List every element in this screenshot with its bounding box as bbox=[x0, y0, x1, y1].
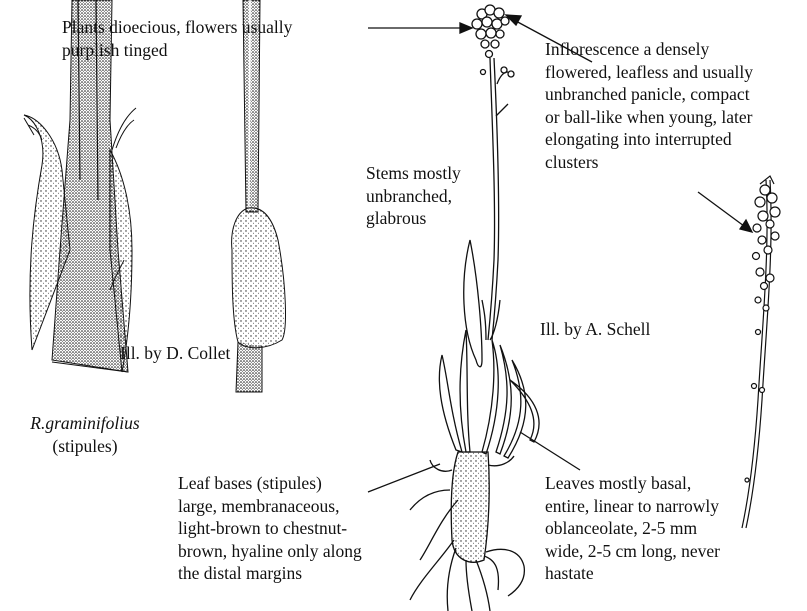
plant-drawing bbox=[410, 5, 539, 611]
inflorescence-line: flowered, leafless and usually bbox=[545, 61, 753, 84]
stems-label: Stems mostly unbranched, glabrous bbox=[366, 162, 461, 230]
stems-line: Stems mostly bbox=[366, 162, 461, 185]
credit-schell-text: Ill. by A. Schell bbox=[540, 318, 650, 341]
credit-schell: Ill. by A. Schell bbox=[540, 318, 650, 341]
leaf-bases-label: Leaf bases (stipules) large, membranaceo… bbox=[178, 472, 362, 585]
credit-collet: Ill. by D. Collet bbox=[120, 342, 230, 365]
leaf-bases-line: the distal margins bbox=[178, 562, 362, 585]
credit-collet-text: Ill. by D. Collet bbox=[120, 342, 230, 365]
inflorescence-line: clusters bbox=[545, 151, 753, 174]
leaf-bases-line: large, membranaceous, bbox=[178, 495, 362, 518]
stems-line: glabrous bbox=[366, 207, 461, 230]
leaves-line: Leaves mostly basal, bbox=[545, 472, 720, 495]
inflorescence-label: Inflorescence a densely flowered, leafle… bbox=[545, 38, 753, 173]
dioecious-label: Plants dioecious, flowers usually purpli… bbox=[62, 16, 292, 61]
stems-line: unbranched, bbox=[366, 185, 461, 208]
leaves-line: hastate bbox=[545, 562, 720, 585]
leaves-label: Leaves mostly basal, entire, linear to n… bbox=[545, 472, 720, 585]
leaf-bases-line: light-brown to chestnut- bbox=[178, 517, 362, 540]
dioecious-line: Plants dioecious, flowers usually bbox=[62, 16, 292, 39]
leaf-bases-line: Leaf bases (stipules) bbox=[178, 472, 362, 495]
arrowhead-clusters bbox=[740, 220, 752, 232]
leaves-line: entire, linear to narrowly bbox=[545, 495, 720, 518]
inflorescence-line: Inflorescence a densely bbox=[545, 38, 753, 61]
species-caption: R.graminifolius (stipules) bbox=[20, 412, 150, 457]
leaves-line: wide, 2-5 cm long, never bbox=[545, 540, 720, 563]
dioecious-line: purplish tinged bbox=[62, 39, 292, 62]
arrowhead-dioecious bbox=[460, 23, 472, 33]
inflorescence-line: elongating into interrupted bbox=[545, 128, 753, 151]
species-part: (stipules) bbox=[20, 435, 150, 458]
leaf-bases-line: brown, hyaline only along bbox=[178, 540, 362, 563]
inflorescence-line: unbranched panicle, compact bbox=[545, 83, 753, 106]
inflorescence-line: or ball-like when young, later bbox=[545, 106, 753, 129]
species-name: R.graminifolius bbox=[20, 412, 150, 435]
leaves-line: oblanceolate, 2-5 mm bbox=[545, 517, 720, 540]
